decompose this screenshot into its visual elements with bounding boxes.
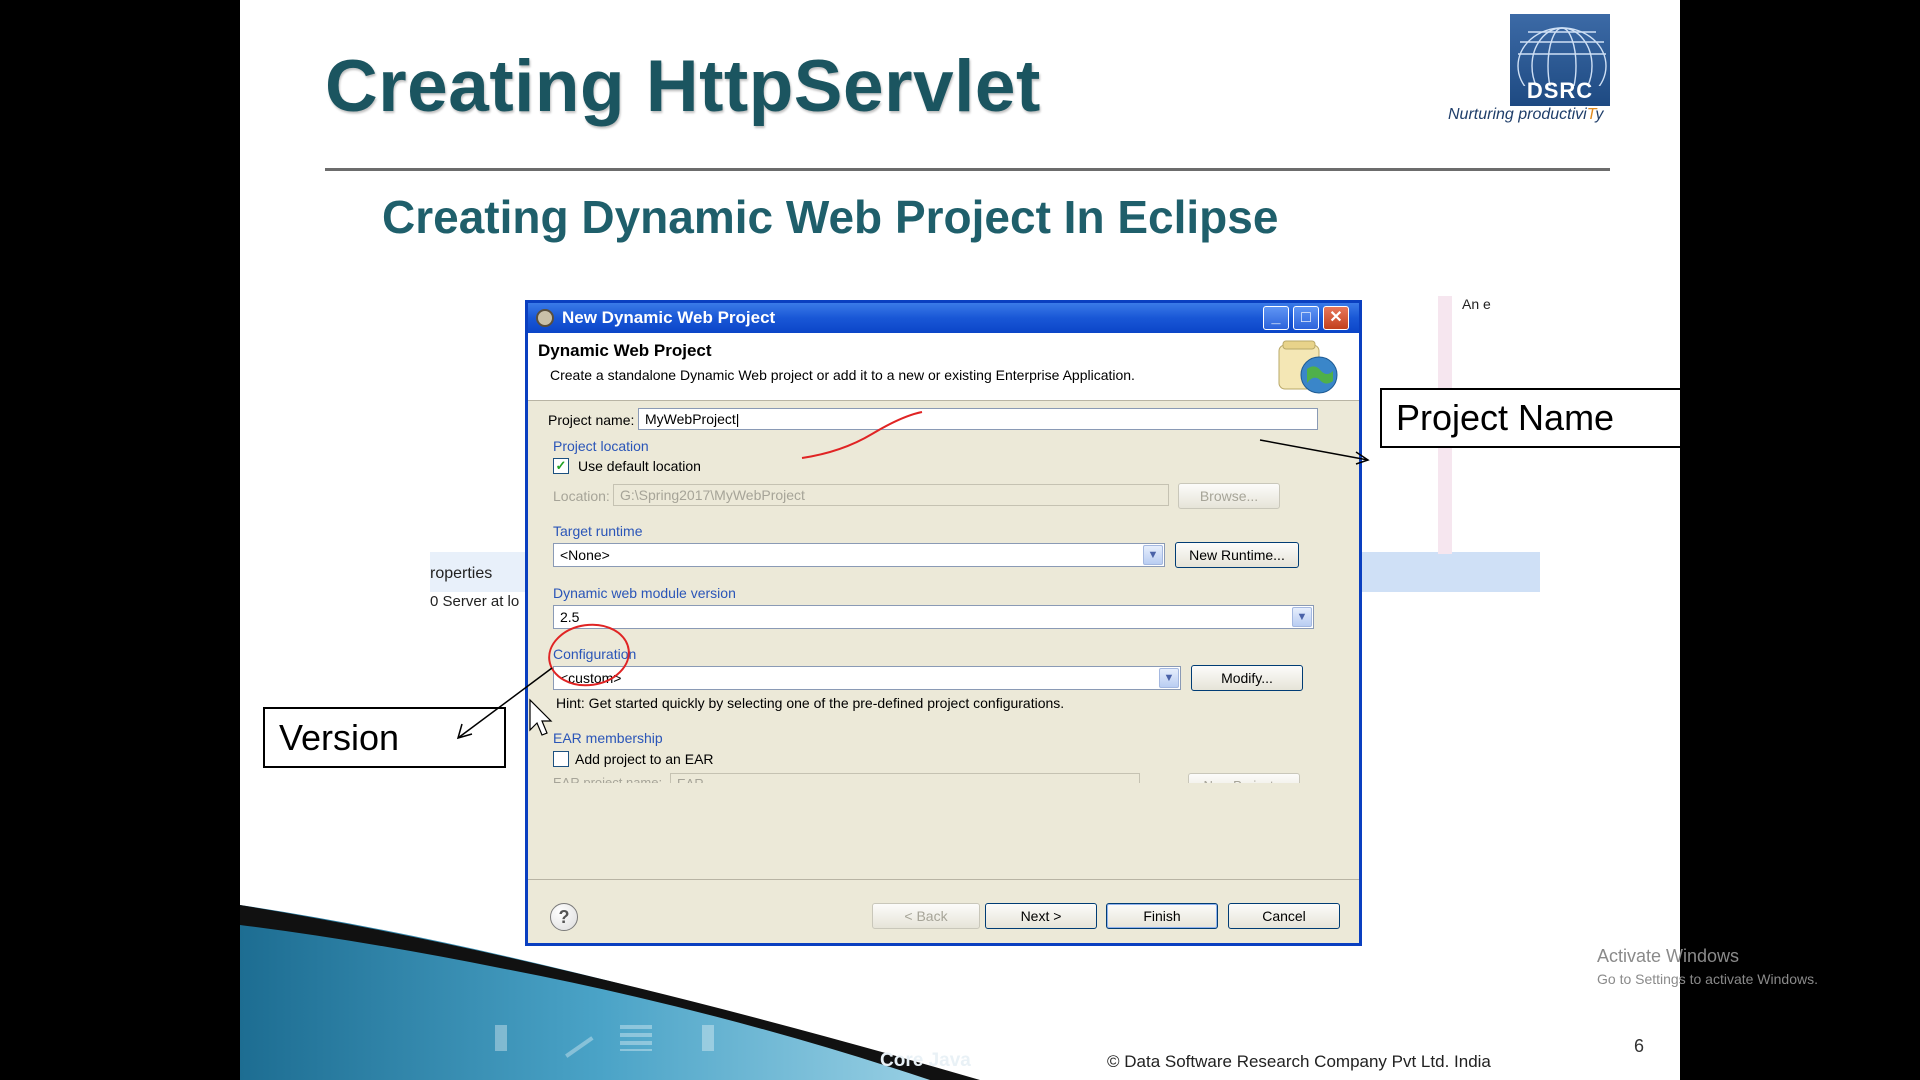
back-button[interactable]: < Back [872,903,980,929]
new-runtime-button[interactable]: New Runtime... [1175,542,1299,568]
title-divider [325,168,1610,171]
footer-course-label: Core Java [880,1050,971,1071]
configuration-hint: Hint: Get started quickly by selecting o… [556,695,1065,711]
finish-button[interactable]: Finish [1106,903,1218,929]
ide-top-right-text: An e [1462,296,1491,312]
tagline-main: Nurturing productivi [1448,106,1587,123]
slide-subtitle: Creating Dynamic Web Project In Eclipse [382,191,1279,243]
modify-button[interactable]: Modify... [1191,665,1303,691]
module-version-select[interactable]: 2.5 ▼ [553,605,1314,629]
slide-title: Creating HttpServlet [325,46,1041,127]
forward-arrow-icon[interactable] [682,1025,715,1051]
ear-membership-group-label: EAR membership [553,730,663,746]
dialog-title: New Dynamic Web Project [562,308,776,327]
location-label: Location: [553,488,610,504]
project-name-value: MyWebProject [645,411,736,427]
ear-project-input[interactable]: EAR [670,773,1140,783]
minimize-button[interactable]: _ [1263,306,1289,330]
footer-copyright: © Data Software Research Company Pvt Ltd… [1107,1052,1491,1071]
slide-page-number: 6 [1634,1036,1645,1056]
activate-windows-subtitle: Go to Settings to activate Windows. [1597,971,1818,987]
maximize-button[interactable]: □ [1293,306,1319,330]
add-to-ear-checkbox[interactable] [553,751,569,767]
chevron-down-icon: ▼ [1143,545,1163,565]
back-arrow-icon[interactable] [495,1025,527,1051]
tagline-end: y [1595,106,1604,123]
close-button[interactable]: ✕ [1323,306,1349,330]
wizard-header: Dynamic Web Project Create a standalone … [528,333,1359,401]
use-default-location-checkbox[interactable]: ✓ [553,458,569,474]
logo-text: DSRC [1526,78,1594,103]
wizard-header-title: Dynamic Web Project [538,341,712,360]
project-location-group-label: Project location [553,438,649,454]
target-runtime-value: <None> [560,547,610,563]
slide: Creating HttpServlet Creating Dynamic We… [240,0,1680,1080]
project-name-callout: Project Name [1380,388,1680,448]
browse-button[interactable]: Browse... [1178,483,1280,509]
bottom-swoosh-decoration [240,905,980,1080]
slide-nav-icons [495,1018,740,1058]
next-button[interactable]: Next > [985,903,1097,929]
ide-properties-tab: roperties [430,565,493,582]
add-to-ear-label: Add project to an EAR [575,751,714,767]
target-runtime-select[interactable]: <None> ▼ [553,543,1165,567]
ear-project-row-clipped: EAR project name: EAR New Project... [548,773,1308,783]
text-cursor: | [735,411,740,427]
pen-icon[interactable] [552,1018,595,1058]
ear-project-label: EAR project name: [553,775,663,783]
windows-activation-watermark: Activate Windows Go to Settings to activ… [1597,946,1818,987]
use-default-location-label: Use default location [578,458,701,474]
dialog-footer-separator [528,879,1359,880]
ide-background-strip-blue [1350,552,1540,592]
target-runtime-group-label: Target runtime [553,523,643,539]
dsrc-logo: DSRC [1510,14,1610,106]
globe-logo-icon [1517,27,1607,86]
module-version-value: 2.5 [560,609,580,625]
activate-windows-title: Activate Windows [1597,946,1740,966]
wizard-header-description: Create a standalone Dynamic Web project … [550,367,1135,383]
menu-icon[interactable] [619,1025,652,1051]
module-version-group-label: Dynamic web module version [553,585,736,601]
new-project-button[interactable]: New Project... [1188,773,1300,783]
cancel-button[interactable]: Cancel [1228,903,1340,929]
chevron-down-icon: ▼ [1159,668,1179,688]
eclipse-icon [536,309,554,327]
logo-tagline: Nurturing productiviTy [1448,106,1603,124]
dialog-titlebar[interactable]: New Dynamic Web Project _ □ ✕ [528,303,1359,333]
web-project-globe-icon [1278,340,1338,394]
ide-server-text: 0 Server at lo [430,593,520,610]
chevron-down-icon: ▼ [1292,607,1312,627]
help-icon[interactable]: ? [550,903,578,931]
project-name-label: Project name: [548,412,635,428]
location-input[interactable]: G:\Spring2017\MyWebProject [613,484,1169,506]
tagline-accent: T [1586,106,1596,123]
